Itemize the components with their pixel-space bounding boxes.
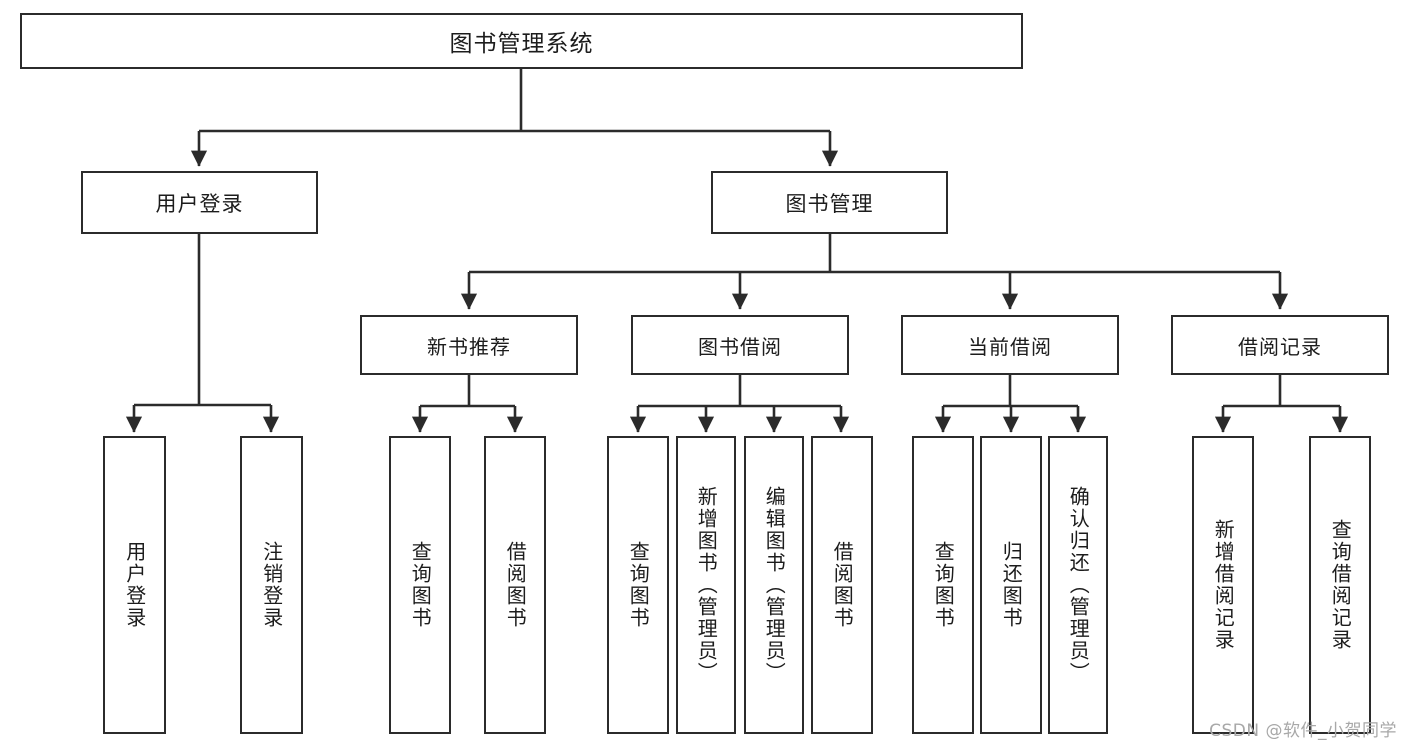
node-leaf-user-login[interactable]: 用户登录 — [103, 436, 166, 734]
node-book-borrow[interactable]: 图书借阅 — [631, 315, 849, 375]
node-leaf-logout[interactable]: 注销登录 — [240, 436, 303, 734]
node-leaf-query-book-a-label: 查询图书 — [408, 541, 433, 629]
node-leaf-borrow-book-a-label: 借阅图书 — [503, 541, 528, 629]
node-root-label: 图书管理系统 — [449, 31, 594, 57]
node-new-book-rec-label: 新书推荐 — [427, 334, 511, 359]
node-borrow-record-label: 借阅记录 — [1238, 334, 1322, 359]
node-book-manage[interactable]: 图书管理 — [711, 171, 948, 234]
node-leaf-add-book[interactable]: 新增图书（管理员） — [676, 436, 736, 734]
node-root[interactable]: 图书管理系统 — [20, 13, 1023, 69]
node-current-borrow-label: 当前借阅 — [968, 334, 1052, 359]
node-leaf-query-record-label: 查询借阅记录 — [1328, 519, 1353, 651]
node-borrow-record[interactable]: 借阅记录 — [1171, 315, 1389, 375]
node-leaf-borrow-book-b[interactable]: 借阅图书 — [811, 436, 873, 734]
node-leaf-query-book-b[interactable]: 查询图书 — [607, 436, 669, 734]
node-leaf-return-book[interactable]: 归还图书 — [980, 436, 1042, 734]
node-leaf-confirm-return-label: 确认归还（管理员） — [1066, 486, 1091, 684]
node-leaf-add-book-label: 新增图书（管理员） — [694, 486, 719, 684]
node-leaf-confirm-return[interactable]: 确认归还（管理员） — [1048, 436, 1108, 734]
node-leaf-query-book-b-label: 查询图书 — [626, 541, 651, 629]
node-current-borrow[interactable]: 当前借阅 — [901, 315, 1119, 375]
node-leaf-query-book-c[interactable]: 查询图书 — [912, 436, 974, 734]
node-leaf-add-record-label: 新增借阅记录 — [1211, 519, 1236, 651]
node-leaf-user-login-label: 用户登录 — [122, 541, 147, 629]
node-user-login-label: 用户登录 — [155, 191, 244, 216]
node-book-manage-label: 图书管理 — [785, 191, 874, 216]
node-leaf-borrow-book-a[interactable]: 借阅图书 — [484, 436, 546, 734]
node-leaf-query-record[interactable]: 查询借阅记录 — [1309, 436, 1371, 734]
node-leaf-borrow-book-b-label: 借阅图书 — [830, 541, 855, 629]
node-leaf-logout-label: 注销登录 — [259, 541, 284, 629]
node-book-borrow-label: 图书借阅 — [698, 334, 782, 359]
node-user-login[interactable]: 用户登录 — [81, 171, 318, 234]
node-new-book-rec[interactable]: 新书推荐 — [360, 315, 578, 375]
node-leaf-query-book-c-label: 查询图书 — [931, 541, 956, 629]
node-leaf-edit-book[interactable]: 编辑图书（管理员） — [744, 436, 804, 734]
node-leaf-return-book-label: 归还图书 — [999, 541, 1024, 629]
node-leaf-edit-book-label: 编辑图书（管理员） — [762, 486, 787, 684]
node-leaf-add-record[interactable]: 新增借阅记录 — [1192, 436, 1254, 734]
node-leaf-query-book-a[interactable]: 查询图书 — [389, 436, 451, 734]
csdn-watermark: CSDN @软件_小贺同学 — [1209, 721, 1397, 741]
